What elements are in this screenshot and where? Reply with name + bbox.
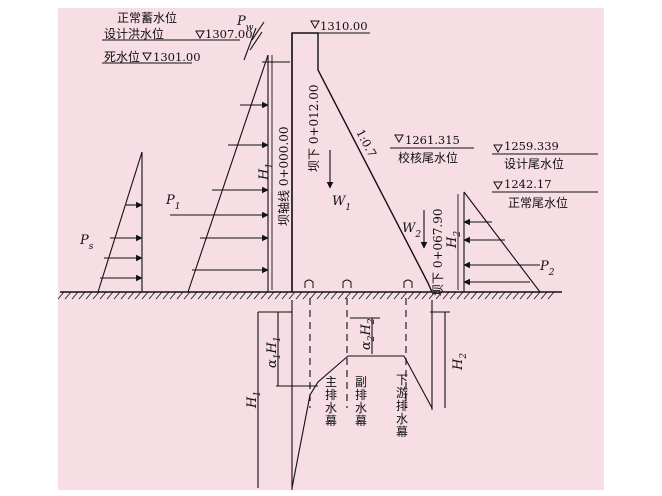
pw-symbol: Pw <box>236 14 254 33</box>
drainage-galleries <box>304 279 413 288</box>
dam-down-012: 坝下 0+012.00 <box>307 85 321 173</box>
self-weight-arrows <box>326 150 428 249</box>
a2h2-symbol: α2H2 <box>359 318 377 350</box>
normal-tail-label: 正常尾水位 <box>508 195 568 210</box>
h1-upper-symbol: H1 <box>257 163 275 181</box>
uplift-pressure-diagram <box>257 298 450 490</box>
ground-line <box>57 291 562 300</box>
curtain-labels: 主排水幕 副排水幕 下游排水幕 <box>325 373 408 439</box>
check-tail-elev: 1261.315 <box>405 133 460 147</box>
level-markers <box>142 20 503 191</box>
h1-lower-symbol: H1 <box>245 391 263 409</box>
secondary-curtain-label: 副排水幕 <box>355 375 367 428</box>
normal-tail-elev: 1242.17 <box>504 177 552 191</box>
normal-pool-label: 正常蓄水位 <box>117 10 177 25</box>
dam-annotations: 坝轴线 0+000.00 坝下 0+012.00 1:0.7 坝下 0+067.… <box>276 85 445 297</box>
check-tail-label: 校核尾水位 <box>398 150 458 165</box>
force-symbols: Pw P1 Ps P2 W1 W2 H1 H2 H1 α1H1 α2H2 H2 <box>79 14 555 409</box>
main-curtain-label: 主排水幕 <box>325 375 337 428</box>
water-level-lines <box>102 32 598 193</box>
p1-symbol: P1 <box>165 193 180 212</box>
dimension-lines-upper <box>271 55 459 290</box>
dam-body <box>291 32 433 293</box>
design-tail-label: 设计尾水位 <box>504 156 564 171</box>
dead-level-elev: 1301.00 <box>153 50 201 64</box>
h2-lower-symbol: H2 <box>451 353 469 371</box>
design-tail-elev: 1259.339 <box>504 139 559 153</box>
upstream-pressure-p1 <box>170 54 290 293</box>
dam-axis-label: 坝轴线 0+000.00 <box>276 127 291 227</box>
dam-down-067: 坝下 0+067.90 <box>431 209 445 297</box>
crest-elev: 1310.00 <box>320 19 368 33</box>
w1-symbol: W1 <box>332 194 351 213</box>
p2-symbol: P2 <box>539 259 555 278</box>
downstream-pressure-p2 <box>463 191 541 293</box>
water-level-labels: 正常蓄水位 设计洪水位 1307.00 死水位 1301.00 1310.00 … <box>104 10 568 210</box>
a1h1-symbol: α1H1 <box>265 336 283 368</box>
dead-level-label: 死水位 <box>104 49 140 64</box>
diagram-background <box>58 8 604 490</box>
design-flood-label: 设计洪水位 <box>104 26 164 41</box>
wave-pressure-pw <box>243 21 265 61</box>
design-flood-elev: 1307.00 <box>205 27 253 41</box>
silt-pressure-ps <box>97 151 143 293</box>
w2-symbol: W2 <box>402 221 421 240</box>
h2-upper-symbol: H2 <box>445 231 463 249</box>
ps-symbol: Ps <box>79 233 94 252</box>
downstream-slope: 1:0.7 <box>353 127 379 160</box>
downstream-curtain-label: 下游排水幕 <box>396 373 408 439</box>
